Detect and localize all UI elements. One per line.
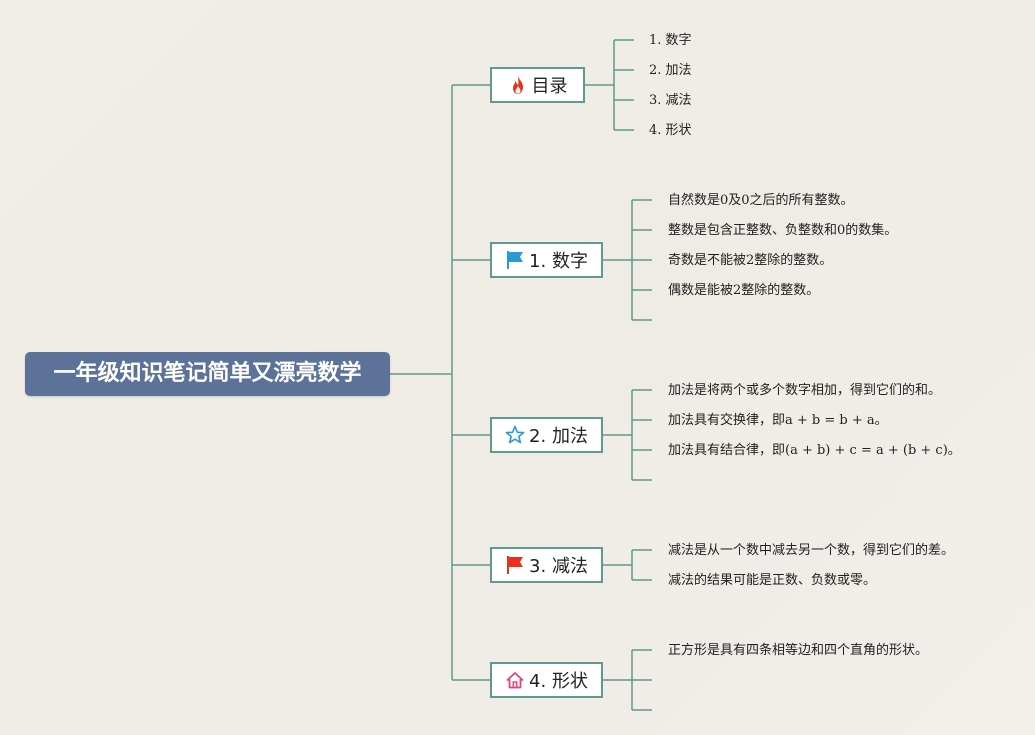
topic-label: 3. 减法	[529, 556, 588, 577]
subtraction-note[interactable]: 减法是从一个数中减去另一个数，得到它们的差。	[668, 543, 955, 558]
topic-addition[interactable]: 2. 加法	[490, 417, 603, 453]
numbers-note[interactable]: 偶数是能被2整除的整数。	[668, 283, 820, 298]
topic-numbers[interactable]: 1. 数字	[490, 242, 603, 278]
topic-shapes[interactable]: 4. 形状	[490, 662, 603, 698]
addition-note[interactable]: 加法具有交换律，即a + b = b + a。	[668, 413, 888, 428]
topic-subtraction[interactable]: 3. 减法	[490, 547, 603, 583]
contents-item[interactable]: 3. 减法	[649, 93, 692, 108]
contents-item[interactable]: 2. 加法	[649, 63, 692, 78]
numbers-note[interactable]: 自然数是0及0之后的所有整数。	[668, 193, 854, 208]
addition-note[interactable]: 加法是将两个或多个数字相加，得到它们的和。	[668, 383, 942, 398]
topic-label: 1. 数字	[529, 251, 588, 272]
root-topic[interactable]: 一年级知识笔记简单又漂亮数学	[25, 352, 390, 396]
topic-label: 4. 形状	[529, 671, 588, 692]
contents-item[interactable]: 1. 数字	[649, 33, 692, 48]
topic-label: 目录	[531, 76, 568, 97]
red-flag-icon	[505, 555, 525, 575]
subtraction-note[interactable]: 减法的结果可能是正数、负数或零。	[668, 573, 877, 588]
fire-icon	[508, 75, 528, 95]
topic-contents[interactable]: 目录	[490, 67, 585, 103]
blue-flag-icon	[505, 250, 525, 270]
numbers-note[interactable]: 奇数是不能被2整除的整数。	[668, 253, 833, 268]
contents-item[interactable]: 4. 形状	[649, 123, 692, 138]
shapes-note[interactable]: 正方形是具有四条相等边和四个直角的形状。	[668, 643, 929, 658]
home-icon	[505, 670, 525, 690]
topic-label: 2. 加法	[529, 426, 588, 447]
addition-note[interactable]: 加法具有结合律，即(a + b) + c = a + (b + c)。	[668, 443, 961, 458]
star-outline-icon	[505, 425, 525, 445]
numbers-note[interactable]: 整数是包含正整数、负整数和0的数集。	[668, 223, 898, 238]
